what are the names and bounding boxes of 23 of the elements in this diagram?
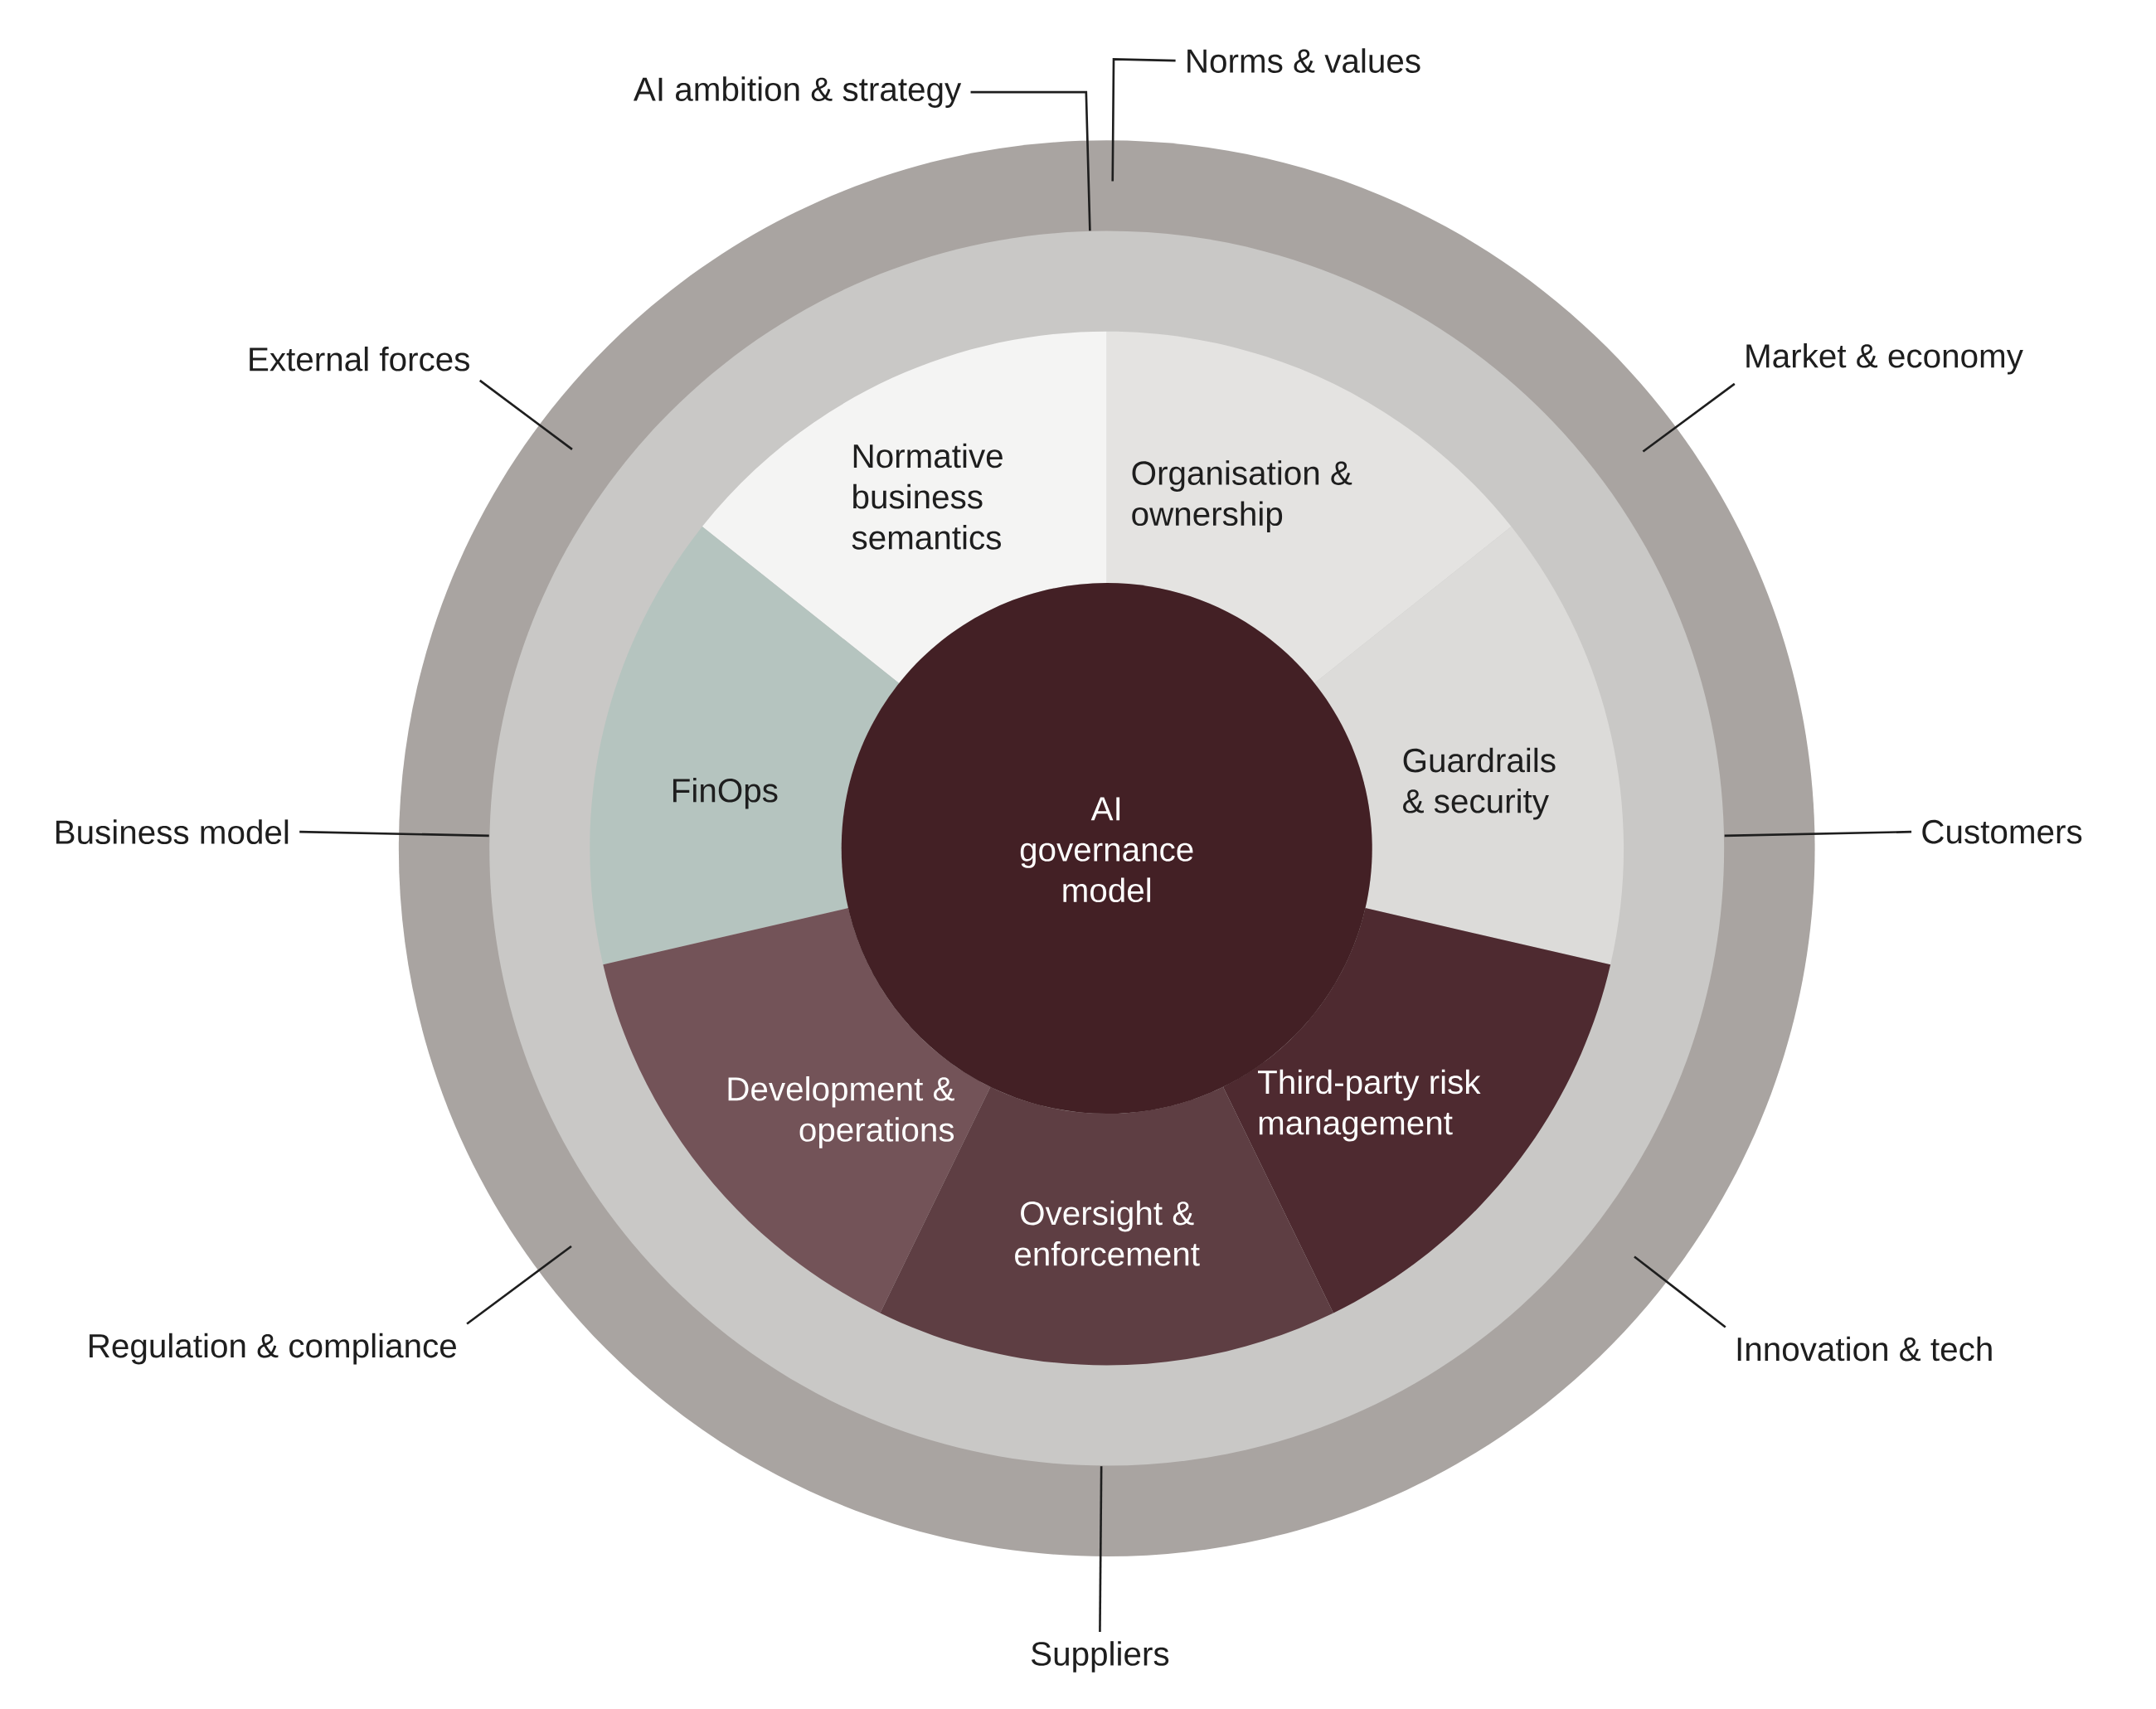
label: Norms & values [1187,48,1420,73]
segment: Development & operations [603,908,991,1313]
label: Regulation & compliance [90,1333,456,1365]
leader-line [1099,1466,1103,1632]
label: Innovation & tech [1737,1336,1992,1362]
leader-line [299,830,489,838]
label: External forces [250,346,469,371]
label: Suppliers [1032,1641,1169,1673]
leader-line [1724,830,1912,838]
segment: Third-party risk management [1223,908,1611,1313]
leader-line [466,1245,572,1325]
label: Market & economy [1746,342,2023,375]
label: Customers [1922,819,2082,844]
leader-line [1111,58,1176,182]
leader-line [1634,1255,1726,1328]
label: AI ambition & strategy [633,76,962,108]
segment: Organisation & ownership [1106,331,1512,683]
segment: Normative business semantics [702,331,1107,683]
segment: Guardrails & security [1314,527,1624,965]
leader-line [478,379,573,450]
label: Business model [56,819,289,844]
leader-line [1642,382,1736,453]
leader-line [970,90,1091,231]
